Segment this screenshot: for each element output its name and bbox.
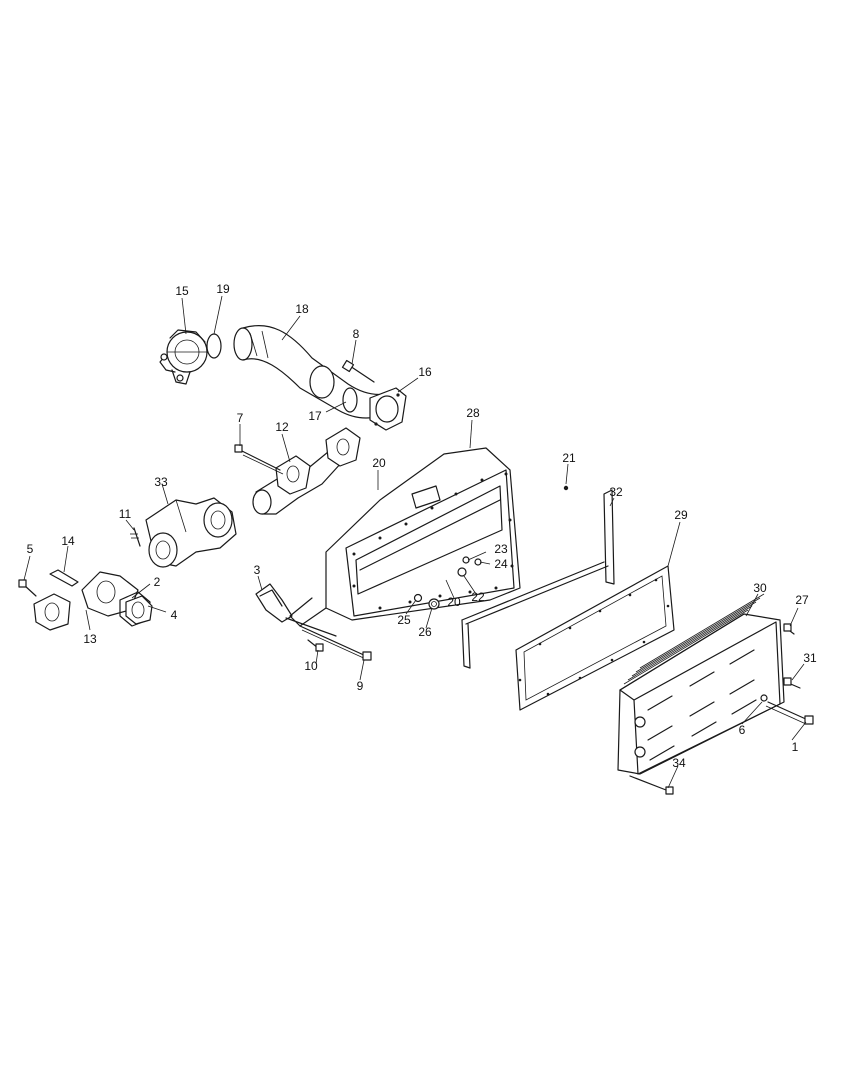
callout-27: 27 [795,593,809,607]
callout-26: 26 [418,625,432,639]
part-9-bolt [299,625,372,661]
callout-11: 11 [119,507,132,521]
callout-4: 4 [171,608,178,622]
callout-12: 12 [275,420,289,434]
leader-lines [23,295,807,789]
part-12-elbow [252,427,361,515]
callout-32: 32 [609,485,623,499]
part-31-bolt [783,677,801,689]
callout-23: 23 [494,542,508,556]
callout-28: 28 [466,406,480,420]
part-29-gasket [515,565,675,711]
callout-7: 7 [237,411,244,425]
callout-6: 6 [739,723,746,737]
part-25-plug [413,593,423,603]
part-7-bolt [234,444,284,475]
callout-17: 17 [308,409,322,423]
gasket-holes [518,578,670,696]
part-15-clamp [159,329,208,385]
callout-33: 33 [154,475,168,489]
callout-13: 13 [83,632,97,646]
part-13-outlet [33,571,139,631]
part-6-washer [760,694,768,702]
callout-24: 24 [494,557,508,571]
part-19-o-ring [206,333,222,359]
callout-labels: 1 2 3 4 5 6 7 8 9 10 11 12 13 14 15 16 1… [27,282,817,770]
callout-5: 5 [27,542,34,556]
callout-9: 9 [357,679,364,693]
part-30-core [617,593,785,775]
part-4-gasket [125,595,153,625]
callout-29: 29 [674,508,688,522]
callout-30: 30 [753,581,767,595]
part-14-stud [49,569,79,587]
part-33-manifold [145,497,237,568]
callout-34: 34 [672,756,686,770]
part-8-bolt [341,359,375,383]
callout-16: 16 [418,365,432,379]
part-22-plug [457,567,467,577]
part-17-seal [342,387,358,413]
part-34-bolt [629,775,674,795]
callout-15: 15 [175,284,189,298]
callout-2: 2 [154,575,161,589]
housing-bolt-holes [352,472,514,610]
part-28-housing [289,447,521,627]
callout-18: 18 [295,302,309,316]
core-fins [623,593,765,685]
part-21-plug [563,485,569,491]
callout-14: 14 [61,534,75,548]
part-27-bolt [783,623,795,635]
callout-22: 22 [471,590,485,604]
callout-25: 25 [397,613,411,627]
callout-19: 19 [216,282,230,296]
callout-3: 3 [254,563,261,577]
callout-31: 31 [803,651,817,665]
part-23-fitting [462,556,470,564]
part-26-plug [428,598,440,610]
part-16-flange [369,387,407,431]
callout-21: 21 [562,451,576,465]
callout-8: 8 [353,327,360,341]
part-10-bolt [307,639,324,652]
part-1-bolt [765,701,814,725]
part-18-tube [233,324,387,419]
core-slots [647,649,757,761]
callout-1: 1 [792,740,799,754]
callout-20-bottom: 20 [447,595,461,609]
part-32-seal [461,489,615,669]
callout-10: 10 [304,659,318,673]
part-11-bolt [130,527,141,547]
part-5-bolt [18,579,37,597]
callout-20-top: 20 [372,456,386,470]
